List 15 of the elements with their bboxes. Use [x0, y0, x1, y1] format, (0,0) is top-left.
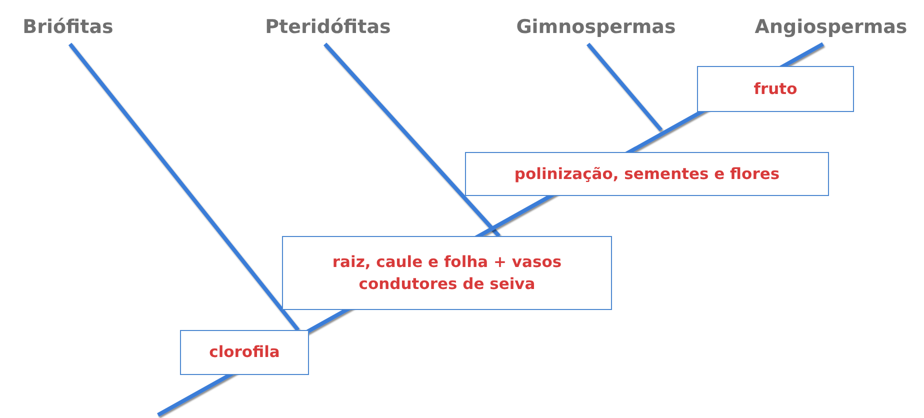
branch-line — [586, 42, 663, 132]
branch-line — [68, 42, 300, 332]
character-box — [465, 152, 829, 196]
character-label: polinização, sementes e flores — [514, 164, 780, 185]
branch-line — [324, 42, 500, 238]
taxon-label: Gimnospermas — [516, 16, 676, 38]
character-label: clorofila — [209, 342, 280, 364]
taxon-label: Briófitas — [22, 16, 114, 38]
character-label: fruto — [754, 78, 798, 100]
taxon-label: Pteridófitas — [265, 16, 391, 38]
taxon-label: Angiospermas — [754, 16, 908, 38]
character-box — [697, 66, 854, 112]
character-box — [282, 236, 612, 310]
character-label: raiz, caule e folha + vasos condutores de seiva — [331, 252, 563, 295]
character-box — [180, 330, 309, 375]
